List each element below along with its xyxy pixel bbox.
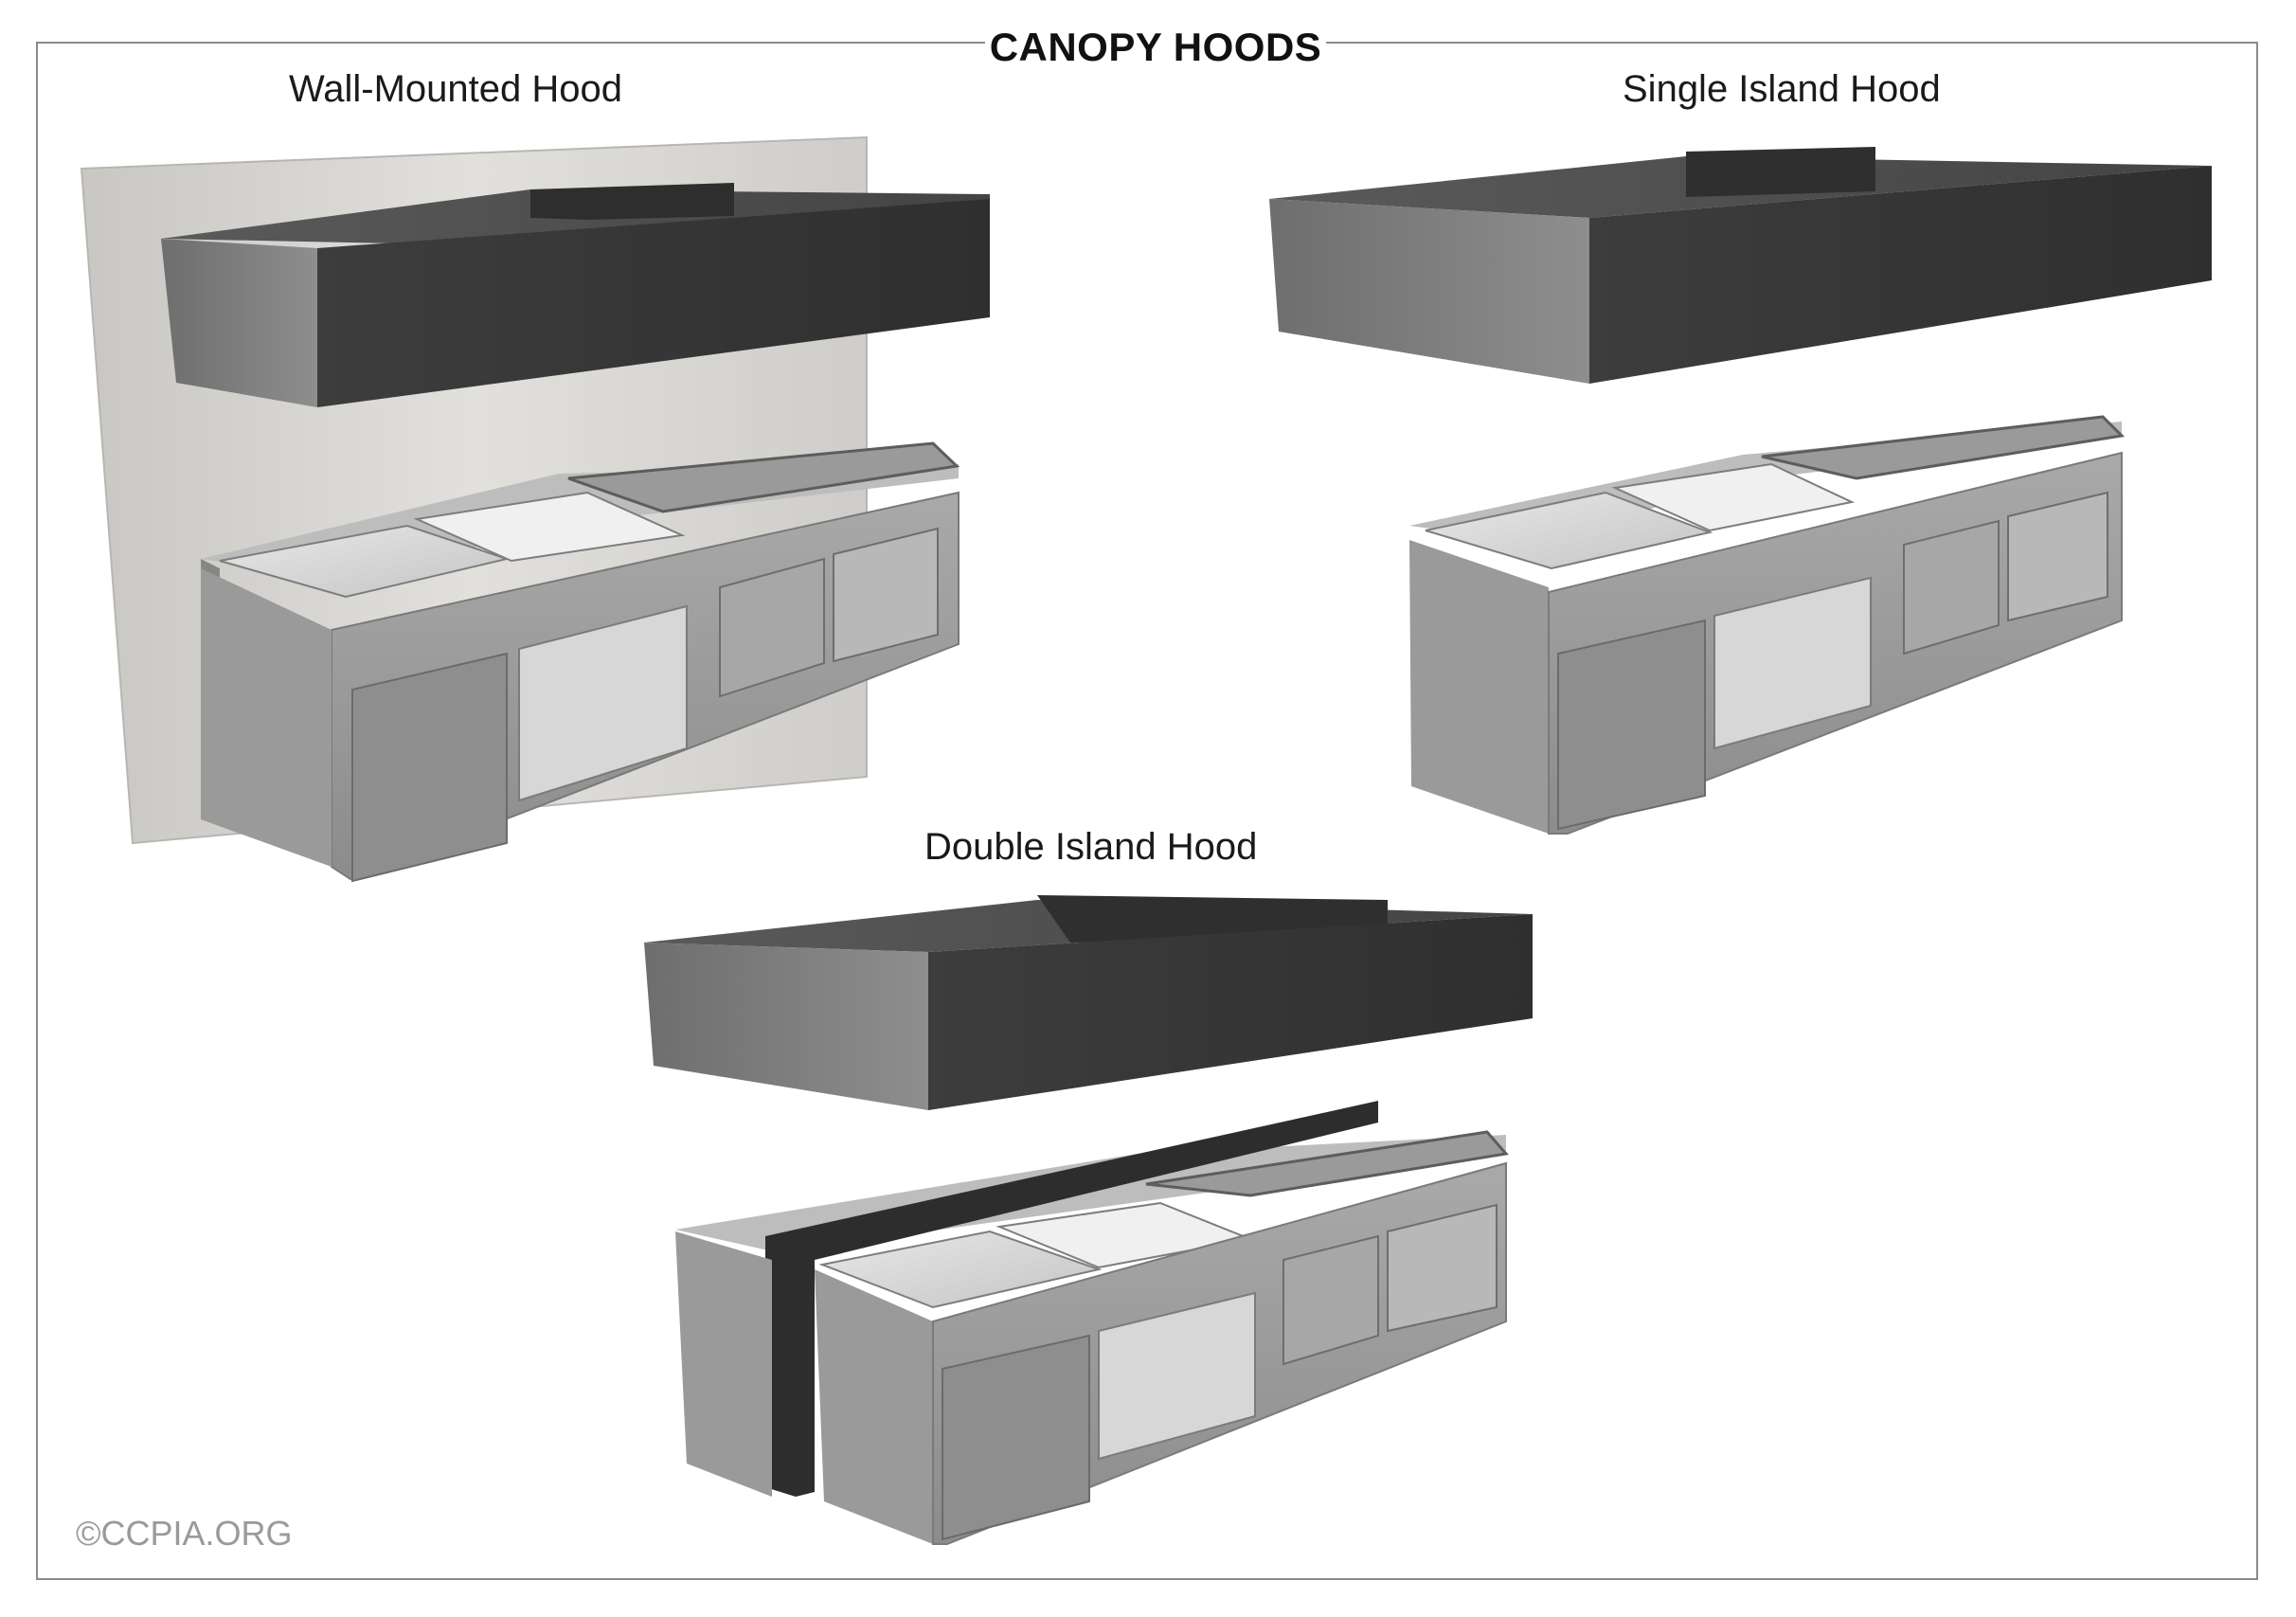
double-hood-front — [928, 914, 1533, 1110]
wall-drawer-unit — [833, 527, 939, 663]
single-oven-window — [1903, 519, 2000, 656]
wall-mounted-assembly — [80, 135, 990, 883]
single-island-hood-label: Single Island Hood — [1623, 68, 1941, 110]
double-open-shelf — [1098, 1291, 1256, 1461]
single-griddle-2 — [1611, 462, 1856, 532]
wall-hood-collar — [530, 183, 734, 220]
single-drawer-unit — [2007, 491, 2108, 622]
double-island-hood-label: Double Island Hood — [924, 826, 1258, 868]
single-hood-side — [1269, 199, 1589, 384]
single-burner-grate — [1761, 415, 2126, 480]
wall-burner-grate — [567, 441, 960, 513]
double-divider-panel — [765, 1101, 1378, 1497]
double-griddle-1 — [818, 1230, 1103, 1309]
double-back-left-face — [675, 1231, 772, 1497]
page-title: CANOPY HOODS — [985, 19, 1326, 76]
single-griddle-1 — [1425, 491, 1713, 570]
single-range-left-face — [1409, 540, 1549, 834]
wall-hood-side — [161, 239, 317, 407]
double-oven-window — [1283, 1234, 1379, 1366]
wall-griddle-2 — [413, 491, 686, 563]
single-island-assembly — [1269, 147, 2212, 835]
wall-oven-window — [719, 557, 825, 698]
double-island-assembly — [644, 895, 1533, 1545]
copyright-notice: ©CCPIA.ORG — [76, 1514, 293, 1553]
double-front-left-face — [815, 1269, 933, 1544]
single-oven-door — [1557, 619, 1706, 831]
double-oven-door — [942, 1334, 1090, 1541]
double-burner-grate — [1145, 1130, 1509, 1197]
wall-open-shelf — [518, 604, 688, 802]
wall-oven-door — [351, 652, 508, 883]
wall-range-left-face — [201, 568, 332, 867]
single-hood-collar — [1686, 147, 1875, 197]
double-hood-side — [644, 943, 928, 1110]
single-hood-front — [1589, 166, 2212, 384]
wall-hood-front — [317, 199, 990, 407]
single-open-shelf — [1713, 576, 1872, 750]
double-drawer-unit — [1387, 1203, 1498, 1333]
wall-mounted-hood-label: Wall-Mounted Hood — [289, 68, 623, 110]
